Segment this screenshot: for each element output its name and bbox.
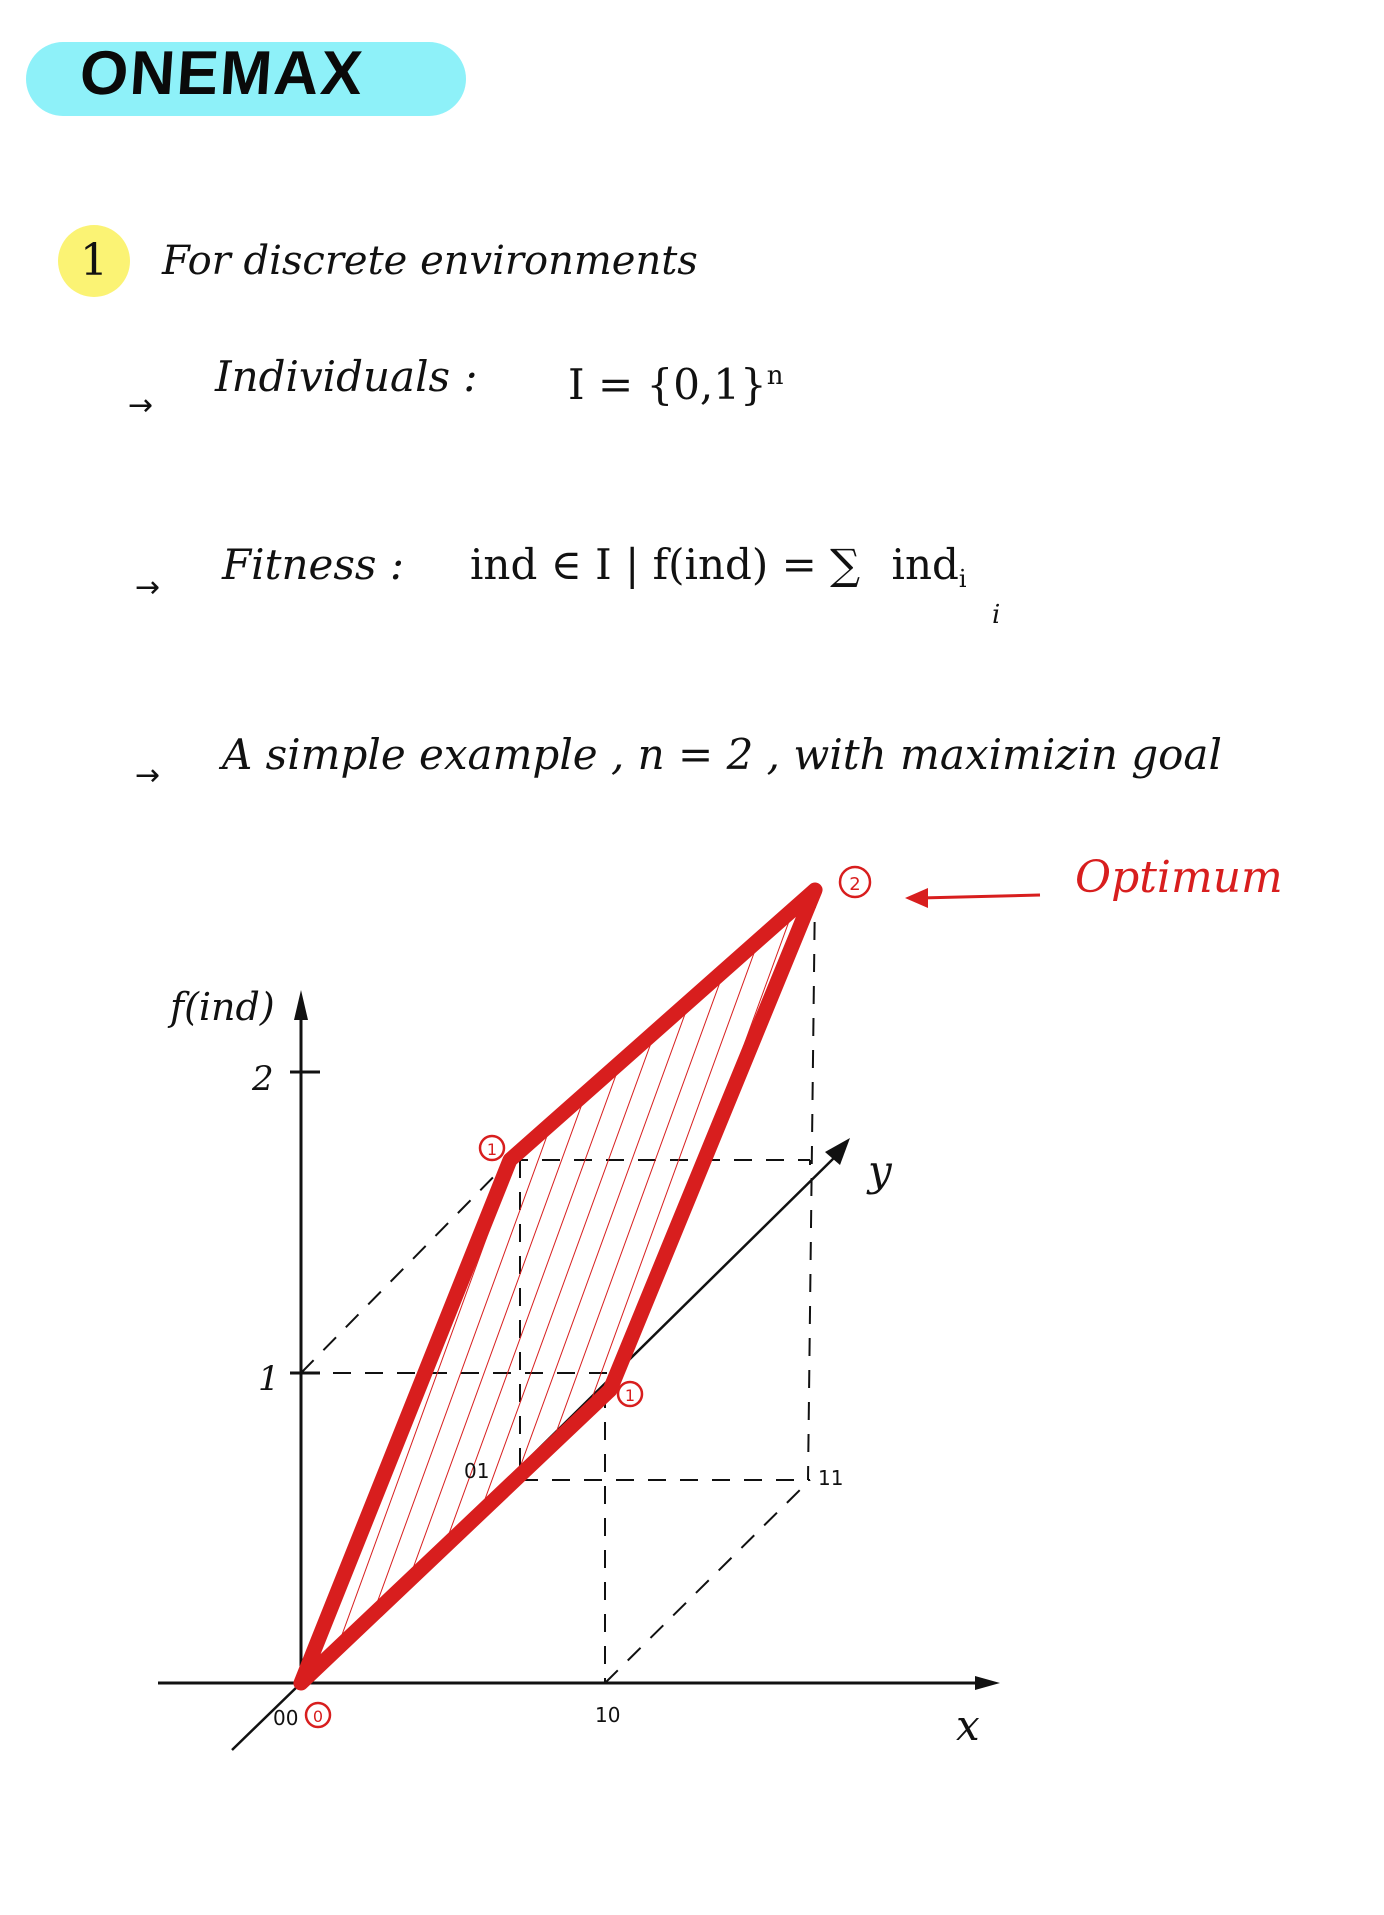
x-axis-label: x: [956, 1701, 980, 1750]
y-tick-label-2: 2: [251, 1059, 274, 1099]
section-number-badge: [58, 225, 130, 297]
title-highlight: [26, 42, 466, 116]
corner-label-y: 01: [464, 1459, 489, 1483]
fitness-formula-prefix: ind ∈ I | f(ind) = ∑: [470, 540, 861, 589]
depth-axis-label: y: [866, 1146, 893, 1195]
fitness-summand-index: i: [958, 565, 967, 593]
optimum-arrow: [919, 893, 1041, 900]
svg-text:0: 0: [313, 1707, 323, 1726]
individuals-label: Individuals :: [215, 352, 478, 401]
fitness-label: Fitness :: [222, 540, 404, 589]
y-tick-label-1: 1: [258, 1359, 280, 1399]
depth-axis-arrowhead-icon: [825, 1138, 850, 1165]
bullet-arrow-icon: →: [135, 570, 161, 605]
fitness-circle-x-corner: 1: [616, 1380, 644, 1408]
svg-text:2: 2: [849, 874, 860, 895]
bullet-arrow-icon: →: [128, 388, 154, 423]
optimum-annotation: Optimum: [1075, 852, 1283, 903]
example-text: A simple example , n = 2 , with maximizi…: [222, 730, 1222, 779]
optimum-arrowhead-icon: [905, 888, 928, 908]
fitness-formula: ind ∈ I | f(ind) = ∑ indi: [470, 540, 967, 593]
svg-text:1: 1: [487, 1140, 497, 1159]
sum-index: i: [992, 600, 1001, 630]
svg-text:1: 1: [625, 1386, 635, 1405]
corner-label-x: 10: [595, 1703, 620, 1727]
individuals-set-math: I = {0,1}: [568, 360, 767, 409]
fitness-circle-origin: 0: [304, 1701, 332, 1729]
fitness-summand: ind: [891, 540, 959, 589]
fitness-surface: [301, 890, 815, 1683]
corner-label-far: 11: [818, 1466, 843, 1490]
depth-axis-back: [231, 1682, 302, 1751]
section-heading: For discrete environments: [162, 238, 698, 284]
fitness-circle-far-corner: 2: [838, 865, 872, 899]
fitness-circle-y-corner: 1: [478, 1134, 506, 1162]
individuals-set: I = {0,1}n: [568, 360, 783, 409]
y-axis-label: f(ind): [167, 985, 275, 1029]
corner-label-origin: 00: [273, 1706, 298, 1730]
x-axis-arrowhead-icon: [975, 1676, 1000, 1690]
fitness-surface-outline: [293, 882, 823, 1691]
bullet-arrow-icon: →: [135, 758, 161, 793]
individuals-exponent: n: [766, 361, 784, 391]
y-axis-arrowhead-icon: [294, 990, 308, 1020]
section-number: 1: [80, 235, 108, 286]
